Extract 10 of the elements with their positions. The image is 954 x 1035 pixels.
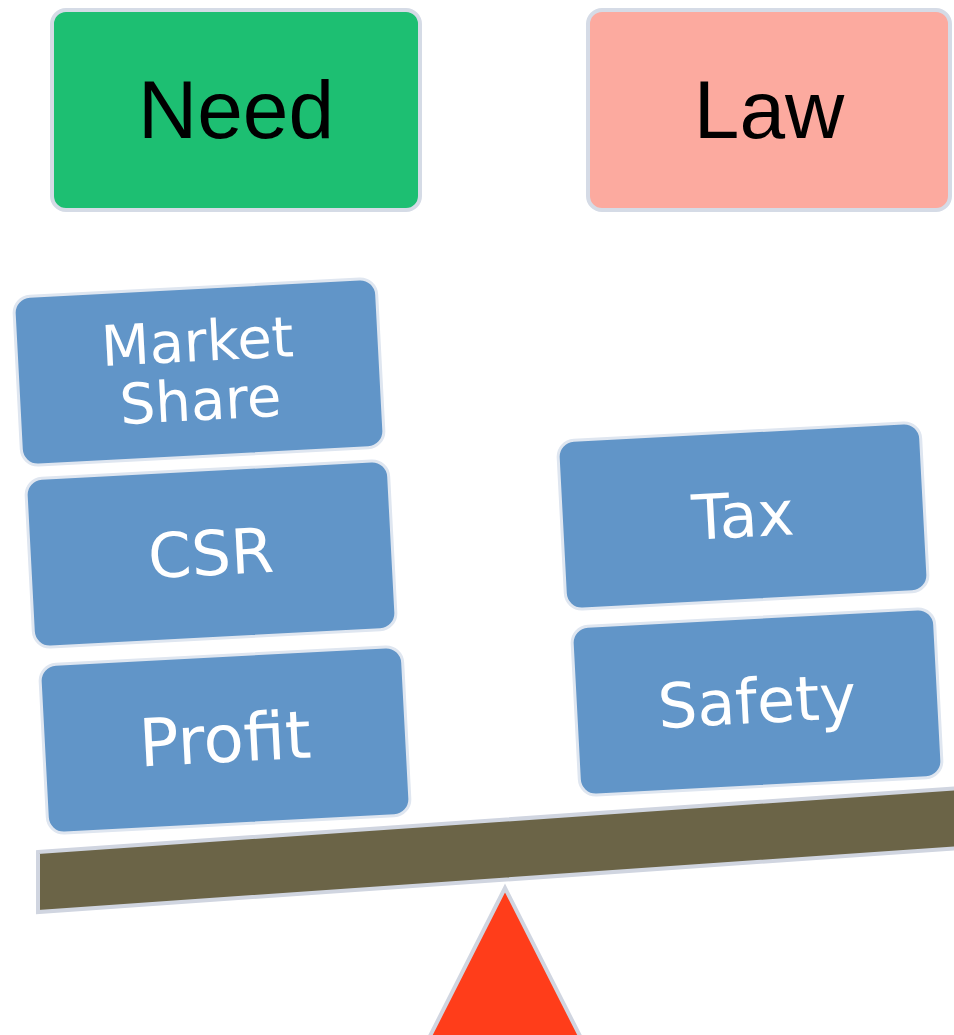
header-box	[50, 8, 422, 212]
weight-label: CSR	[146, 518, 276, 590]
weight-label: Safety	[656, 664, 858, 740]
weight-label: Tax	[690, 480, 796, 552]
seesaw-beam	[36, 785, 954, 915]
header-box	[586, 8, 952, 212]
header-label: Law	[693, 63, 845, 157]
header-label: Need	[138, 63, 334, 157]
weight-label: Profit	[137, 700, 313, 780]
weight-label: Market Share	[98, 304, 297, 440]
